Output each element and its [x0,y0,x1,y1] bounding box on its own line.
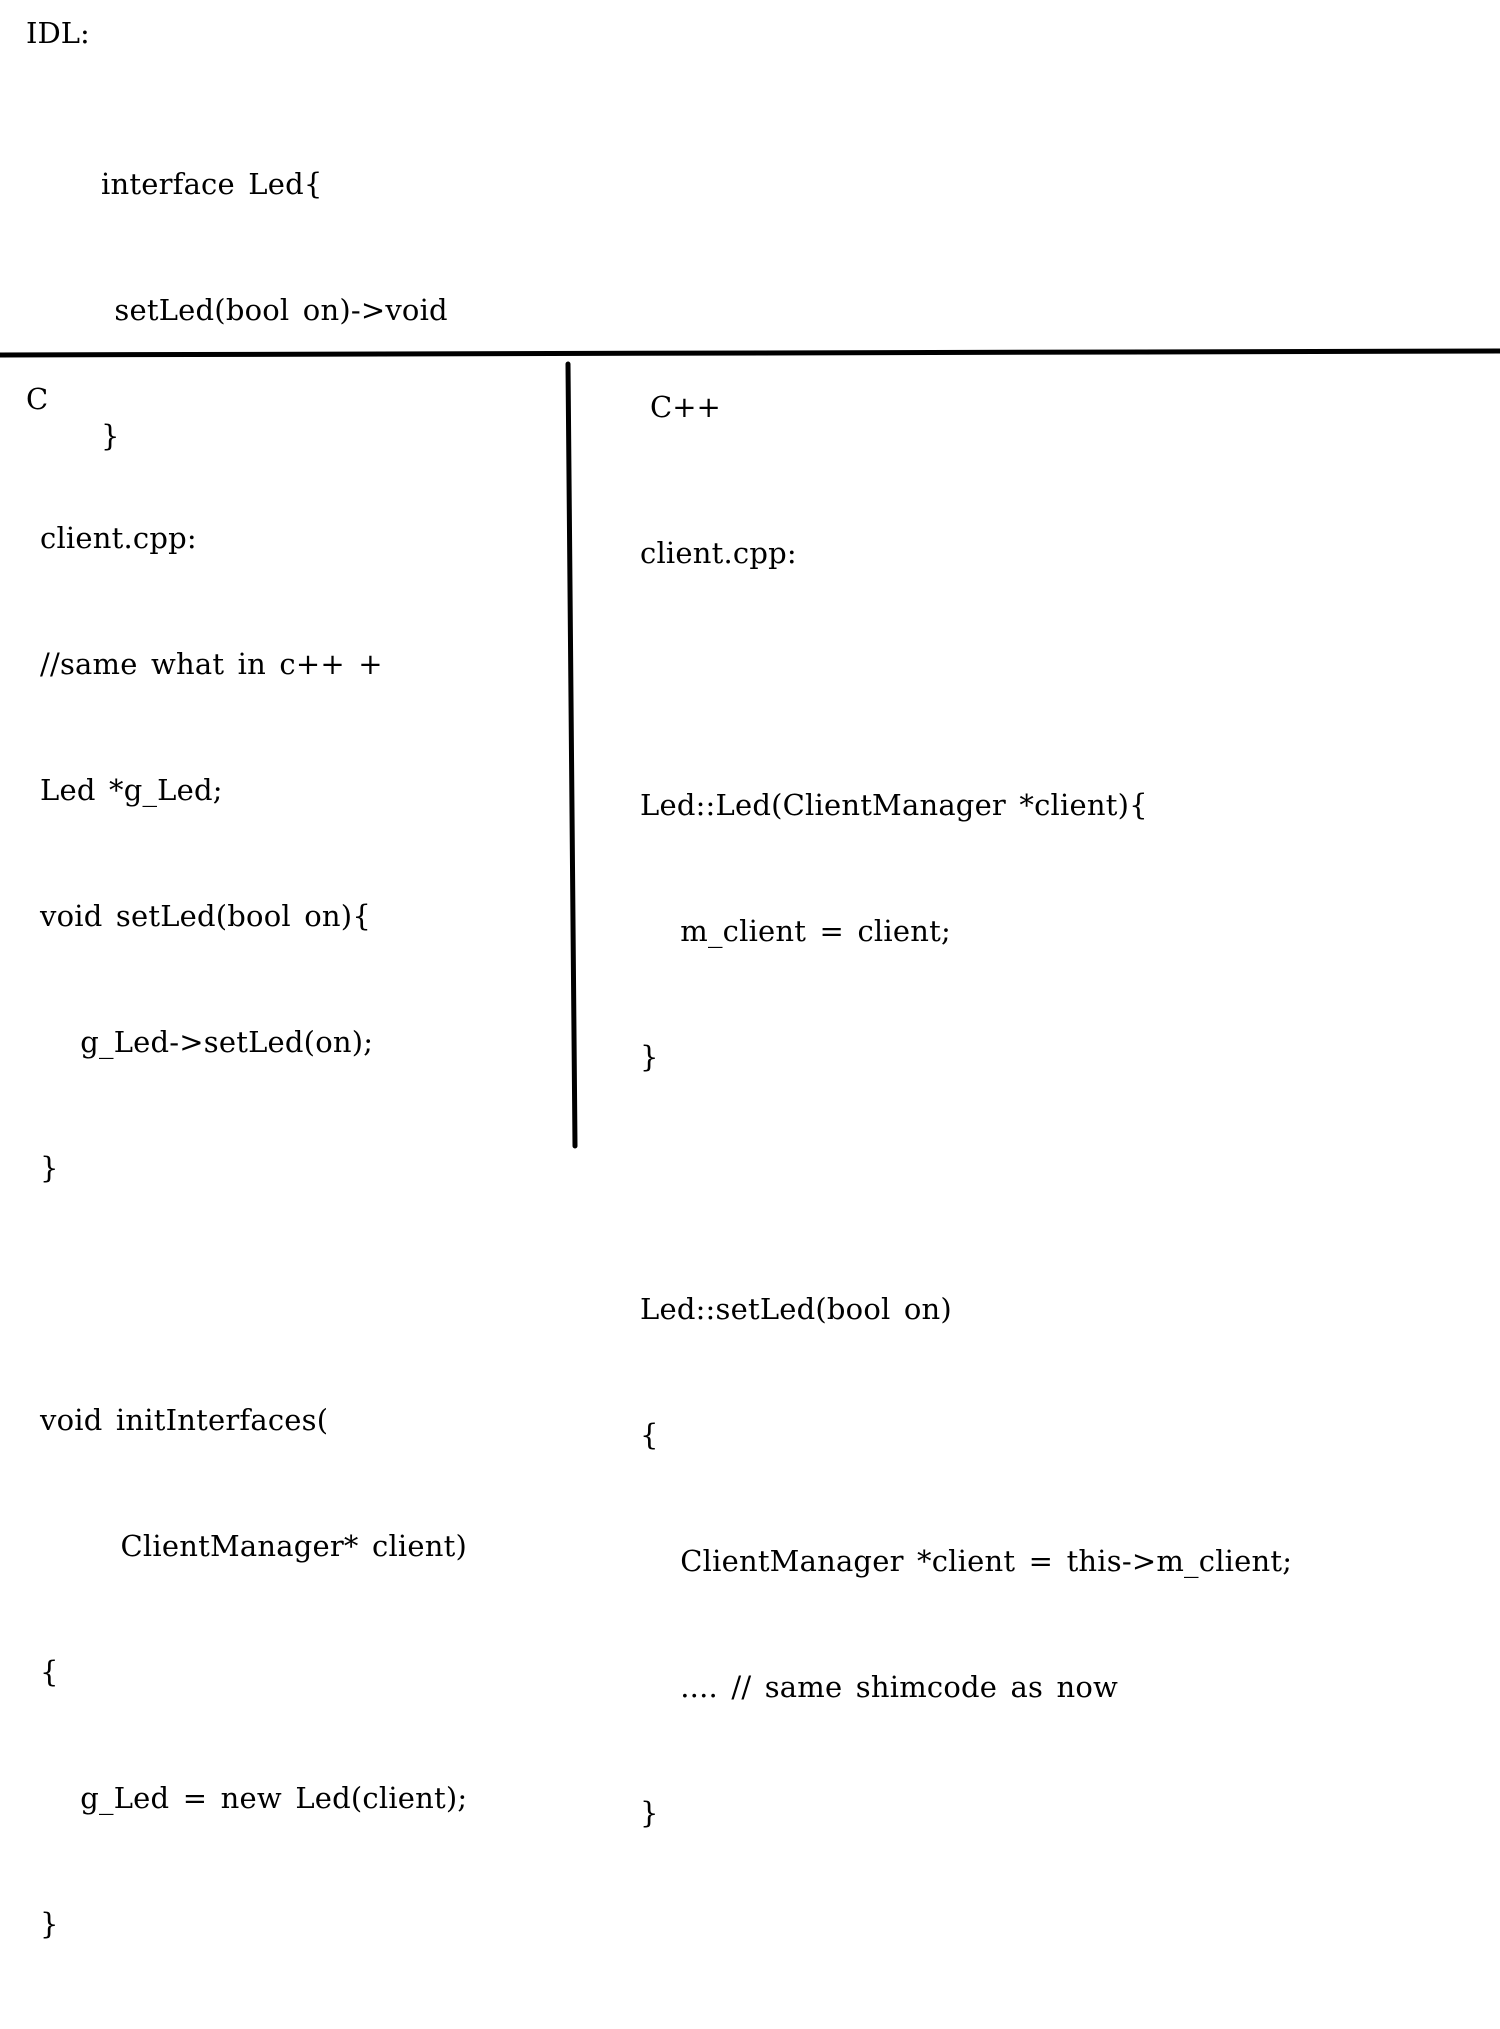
code-line: } [40,1151,59,1185]
cpp-label: C++ [650,390,721,424]
code-line: ClientManager* client) [40,1529,467,1563]
code-line [40,1273,467,1315]
code-line [640,1162,1292,1204]
code-line: } [640,1796,659,1830]
code-line: g_Led = new Led(client); [40,1781,468,1815]
c-code-block: client.cpp: //same what in c++ + Led *g_… [40,433,467,2029]
code-line: Led *g_Led; [40,773,223,807]
idl-code-block: interface Led{ setLed(bool on)->void } [101,79,448,541]
code-line: Led::Led(ClientManager *client){ [640,788,1148,822]
code-line: g_Led->setLed(on); [40,1025,374,1059]
code-line: } [40,1907,59,1941]
code-line: } [640,1040,659,1074]
code-line: setLed(bool on)->void [101,293,448,327]
vertical-divider [565,361,578,1149]
code-line: client.cpp: [640,536,797,570]
code-line: void setLed(bool on){ [40,899,371,933]
code-line: m_client = client; [640,914,951,948]
code-line: { [640,1418,659,1452]
code-line [640,658,1292,700]
divider-lines [0,348,1500,1149]
code-line: .... // same shimcode as now [640,1670,1119,1704]
cpp-code-block: client.cpp: Led::Led(ClientManager *clie… [640,448,1292,1918]
code-line: ClientManager *client = this->m_client; [640,1544,1293,1578]
code-line: } [101,419,120,453]
code-line: void initInterfaces( [40,1403,329,1437]
code-line: interface Led{ [101,167,323,201]
idl-label: IDL: [26,16,90,50]
code-line: Led::setLed(bool on) [640,1292,952,1326]
c-label: C [26,382,49,416]
code-line: { [40,1655,59,1689]
code-line: //same what in c++ + [40,647,383,681]
horizontal-divider [0,348,1500,358]
code-line: client.cpp: [40,521,197,555]
